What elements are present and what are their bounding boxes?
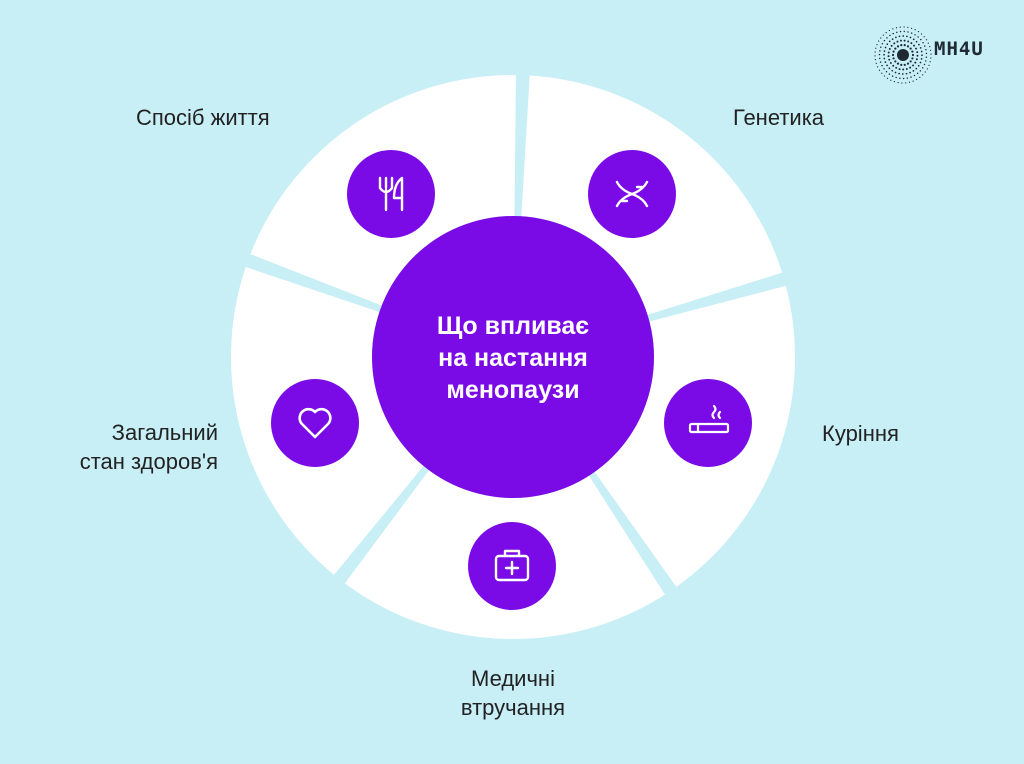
health-factor-icon-disc (271, 379, 359, 467)
dotted-circle-logo-icon (874, 26, 932, 84)
lifestyle-factor-icon-disc (347, 150, 435, 238)
factor-label-medical: Медичні втручання (460, 666, 566, 720)
factor-label-smoking: Куріння (822, 421, 899, 446)
center-circle (372, 216, 654, 498)
medical-kit-icon (494, 549, 530, 582)
factor-label-lifestyle: Спосіб життя (136, 105, 270, 130)
smoking-factor-icon-disc (664, 379, 752, 467)
factor-label-health: Загальний стан здоров'я (79, 420, 218, 474)
logo-text: MH4U (934, 38, 984, 60)
dna-icon (615, 180, 649, 208)
cigarette-icon (688, 404, 730, 434)
center-title: Що впливає на настання менопаузи (436, 312, 590, 404)
fork-knife-icon (378, 176, 404, 212)
medical-factor-icon-disc (468, 522, 556, 610)
heart-icon (298, 407, 332, 439)
genetics-factor-icon-disc (588, 150, 676, 238)
factor-label-genetics: Генетика (733, 105, 825, 130)
